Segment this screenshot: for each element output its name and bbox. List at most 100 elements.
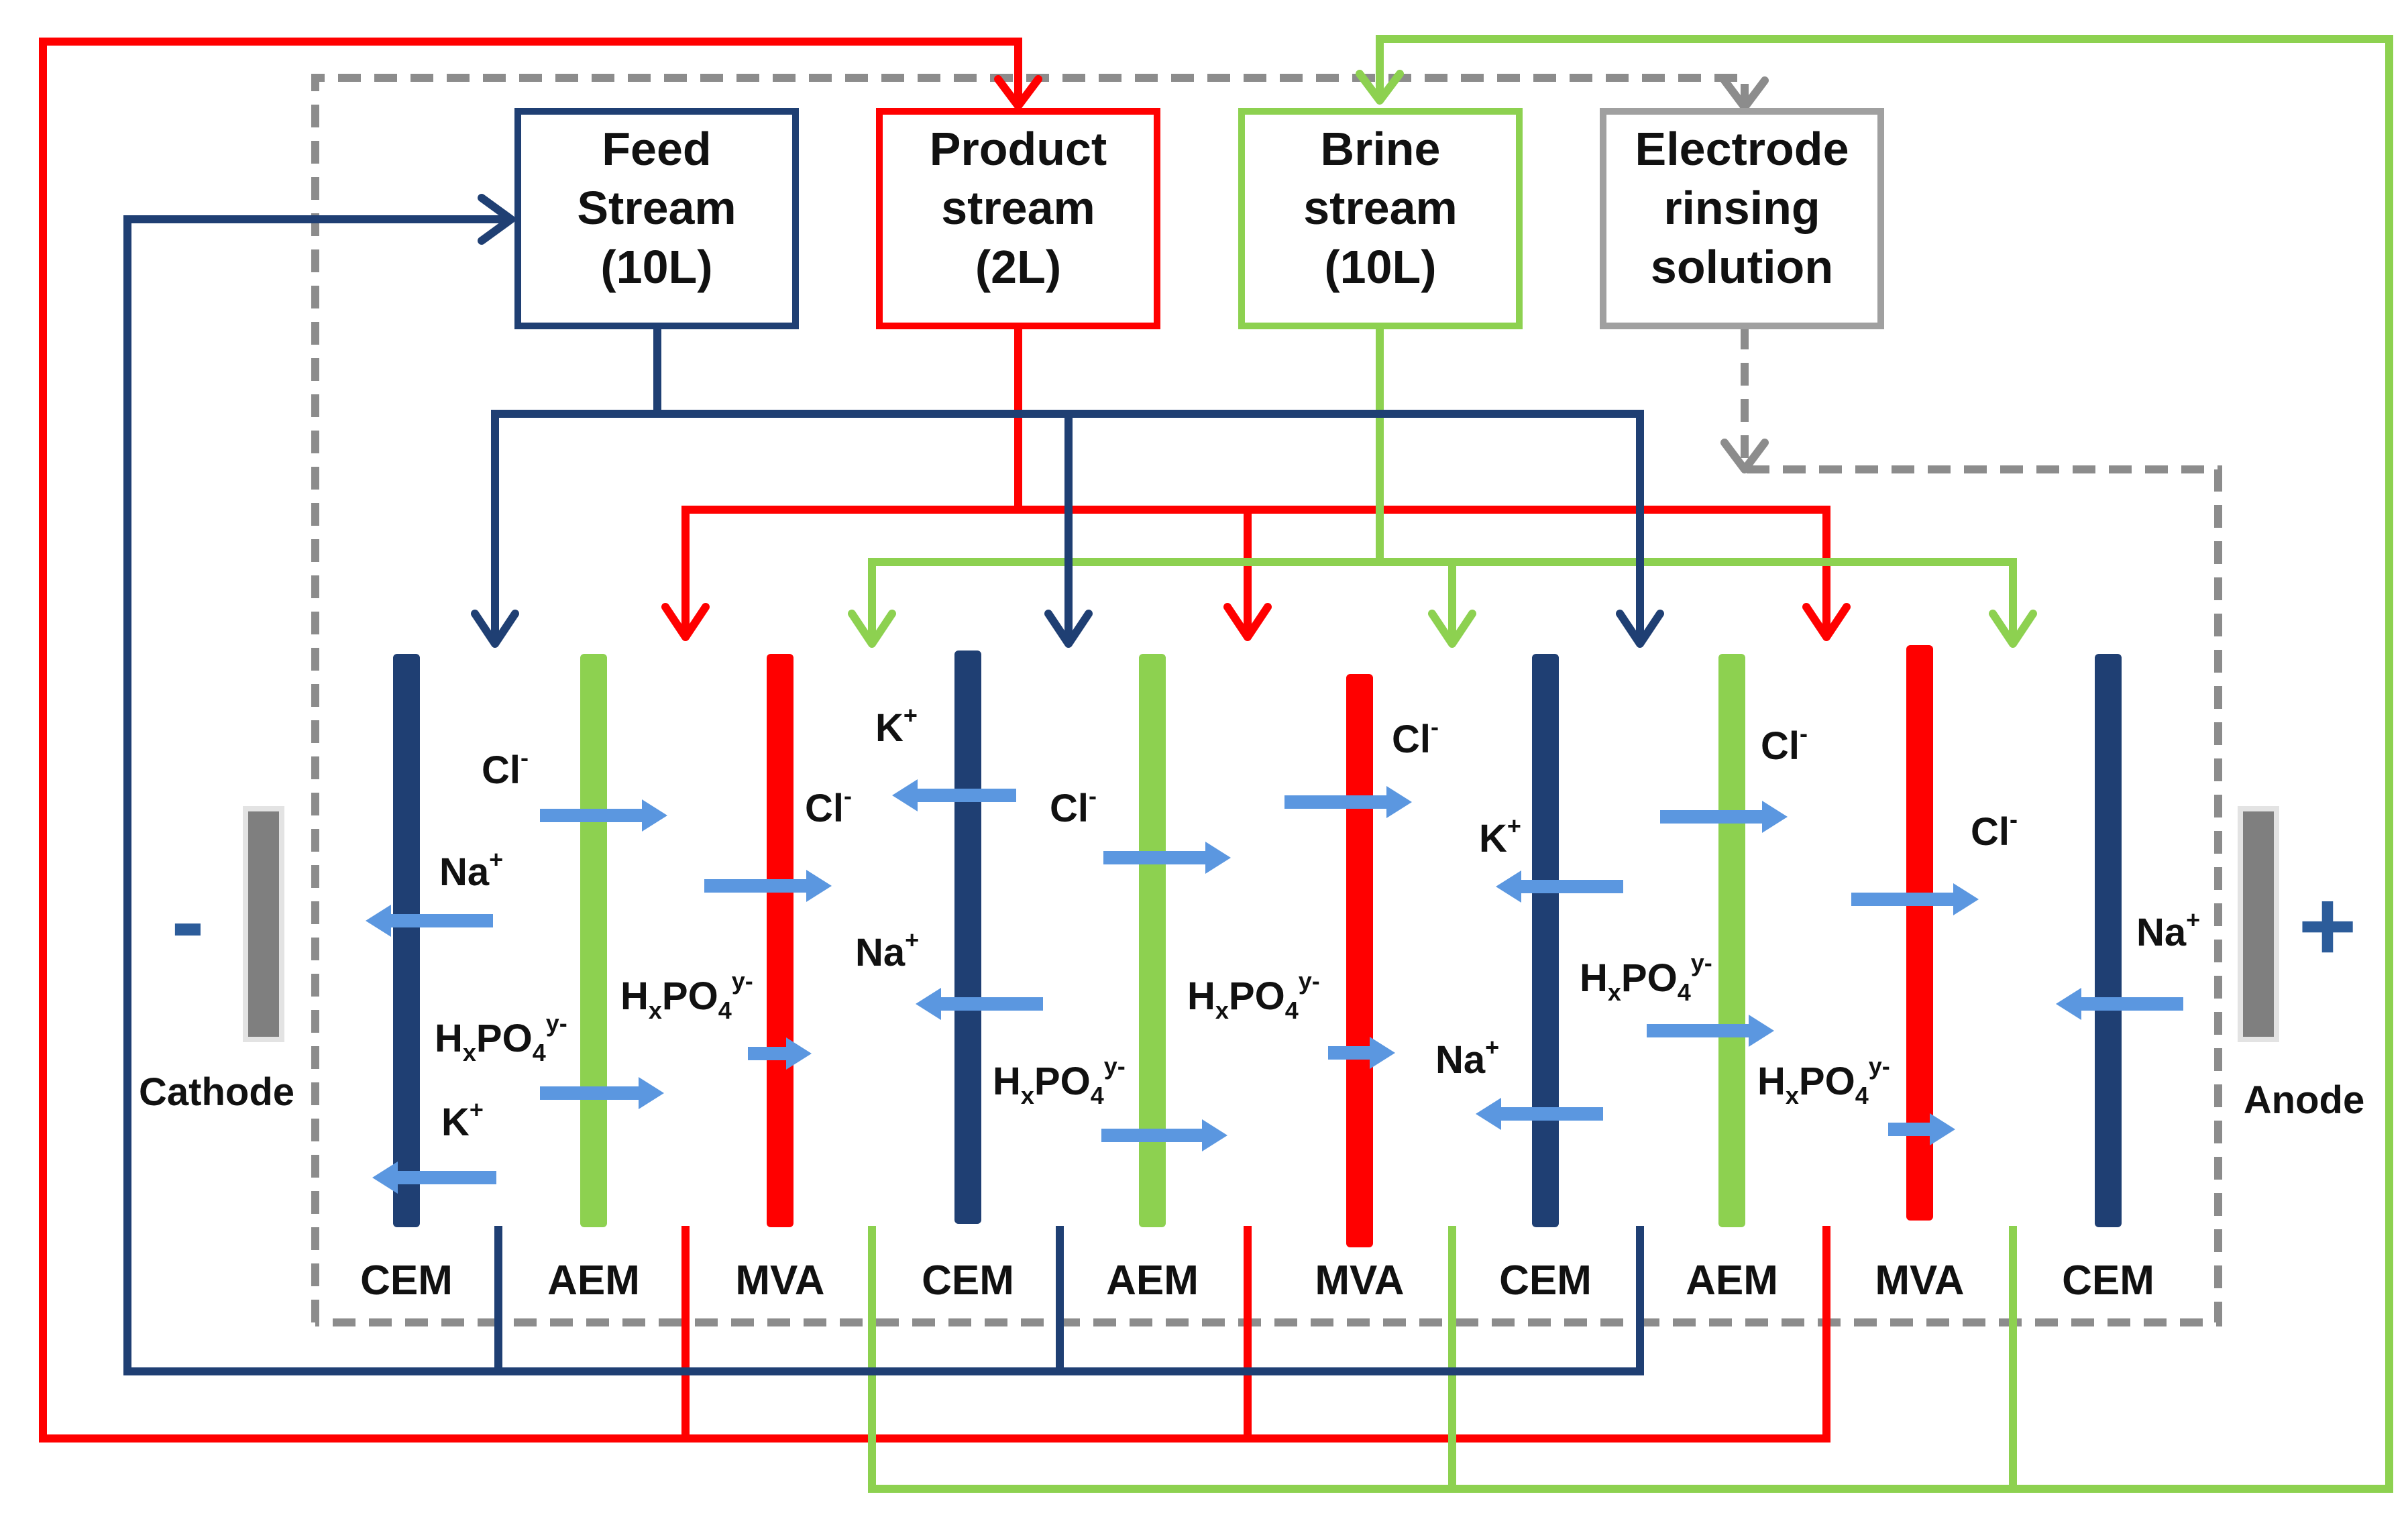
product-loop xyxy=(39,38,1830,1443)
ion-label-k-2: K+ xyxy=(875,701,918,750)
ion-label-hpo-6: HxPO4y- xyxy=(1757,1052,1890,1109)
membrane-label-2: AEM xyxy=(547,1257,640,1304)
tank-product-line: (2L) xyxy=(975,241,1061,293)
ion-label-hpo-3: HxPO4y- xyxy=(993,1052,1126,1109)
anode-sign: + xyxy=(2298,869,2357,982)
ion-arrow xyxy=(892,779,1016,811)
ion-arrow xyxy=(1888,1113,1955,1145)
tank-feed-box xyxy=(514,108,799,329)
ion-label-cl-5: Cl- xyxy=(1761,720,1808,768)
membrane-stack xyxy=(393,645,2122,1247)
ion-arrow xyxy=(916,988,1043,1020)
anode-plate-icon xyxy=(2238,806,2279,1042)
membrane-mva-9 xyxy=(1906,645,1933,1221)
product-arrowheads xyxy=(661,75,1851,641)
cathode-label: Cathode xyxy=(139,1070,294,1114)
ion-arrow xyxy=(540,799,667,832)
brine-loop xyxy=(868,35,2393,1493)
ion-arrow xyxy=(1496,870,1623,903)
membrane-label-8: AEM xyxy=(1686,1257,1778,1304)
tank-product-box xyxy=(876,108,1160,329)
anode: + Anode xyxy=(2238,806,2364,1122)
rinse-arrowheads xyxy=(1720,76,1769,473)
ion-arrow xyxy=(1647,1015,1774,1047)
ion-arrow xyxy=(1284,786,1412,818)
ion-arrow xyxy=(1476,1098,1603,1130)
ion-arrow xyxy=(1660,801,1788,833)
ion-arrow xyxy=(540,1077,664,1109)
ion-transport-arrows xyxy=(366,779,2183,1194)
membrane-mva-6 xyxy=(1346,674,1373,1247)
ion-label-cl-4: Cl- xyxy=(1392,713,1439,761)
membrane-label-3: MVA xyxy=(735,1257,824,1304)
membrane-cem-7 xyxy=(1532,654,1559,1227)
tank-feed-line: (10L) xyxy=(600,241,712,293)
tank-brine-box xyxy=(1238,108,1523,329)
brine-arrowheads xyxy=(848,70,2037,648)
ion-arrow xyxy=(748,1037,812,1070)
ion-label-cl-6: Cl- xyxy=(1971,805,2018,854)
membrane-mva-3 xyxy=(767,654,793,1227)
tank-brine-line: stream xyxy=(1303,182,1458,234)
tank-brine-line: (10L) xyxy=(1324,241,1436,293)
tank-brine-line: Brine xyxy=(1321,123,1441,175)
tank-product-line: stream xyxy=(941,182,1095,234)
ion-label-na-2: Na+ xyxy=(855,926,919,974)
membrane-label-10: CEM xyxy=(2062,1257,2154,1304)
ion-label-cl-3: Cl- xyxy=(1050,782,1097,830)
ion-label-hpo-5: HxPO4y- xyxy=(1580,949,1712,1006)
ion-label-cl-1: Cl- xyxy=(482,744,529,792)
feed-arrowheads xyxy=(471,194,1664,648)
membrane-aem-2 xyxy=(580,654,607,1227)
ion-label-na-1: Na+ xyxy=(439,846,503,894)
membrane-label-1: CEM xyxy=(360,1257,453,1304)
ion-arrow xyxy=(2056,988,2183,1020)
membrane-label-9: MVA xyxy=(1875,1257,1964,1304)
tank-rinse-line: Electrode xyxy=(1635,123,1849,175)
tank-rinse-line: rinsing xyxy=(1663,182,1820,234)
anode-label: Anode xyxy=(2244,1078,2364,1122)
ion-label-hpo-2: HxPO4y- xyxy=(620,967,753,1024)
membrane-cem-4 xyxy=(954,651,981,1224)
tank-product: Product stream (2L) xyxy=(876,108,1160,329)
ion-label-hpo-4: HxPO4y- xyxy=(1187,967,1320,1024)
tank-rinse-line: solution xyxy=(1651,241,1833,293)
feed-loop xyxy=(123,215,1644,1375)
membrane-labels: CEM AEM MVA CEM AEM MVA CEM AEM MVA CEM xyxy=(360,1257,2154,1304)
ion-arrow xyxy=(366,905,493,937)
ion-label-na-4: Na+ xyxy=(2136,906,2200,954)
tank-brine: Brine stream (10L) xyxy=(1238,108,1523,329)
membrane-label-7: CEM xyxy=(1499,1257,1592,1304)
ion-labels: Cl- Na+ HxPO4y- K+ Cl- HxPO4y- K+ Na+ Cl- HxPO4y-… xyxy=(435,701,2200,1144)
cathode-plate-icon xyxy=(243,806,284,1042)
cathode: - Cathode xyxy=(139,806,294,1114)
tank-rinse: Electrode rinsing solution xyxy=(1600,108,1884,329)
membrane-label-6: MVA xyxy=(1315,1257,1404,1304)
membrane-cem-1 xyxy=(393,654,420,1227)
ion-label-na-3: Na+ xyxy=(1435,1033,1499,1082)
ion-label-k-1: K+ xyxy=(441,1096,484,1144)
cathode-sign: - xyxy=(171,864,205,977)
membrane-aem-8 xyxy=(1718,654,1745,1227)
ion-label-k-3: K+ xyxy=(1479,812,1521,860)
ion-arrow xyxy=(704,870,832,902)
membrane-aem-5 xyxy=(1139,654,1166,1227)
tank-rinse-box xyxy=(1600,108,1884,329)
ion-arrow xyxy=(1103,842,1231,874)
tank-feed-line: Stream xyxy=(577,182,736,234)
ion-arrow xyxy=(1101,1119,1227,1151)
ion-label-cl-2: Cl- xyxy=(805,782,852,830)
membrane-label-5: AEM xyxy=(1106,1257,1199,1304)
tank-feed-line: Feed xyxy=(602,123,711,175)
ion-arrow xyxy=(372,1162,496,1194)
ion-arrow xyxy=(1851,883,1979,915)
tank-product-line: Product xyxy=(930,123,1107,175)
membrane-cem-10 xyxy=(2095,654,2122,1227)
ion-label-hpo-1: HxPO4y- xyxy=(435,1009,567,1066)
rinse-loop xyxy=(311,74,2222,1326)
ion-arrow xyxy=(1328,1037,1395,1069)
membrane-label-4: CEM xyxy=(922,1257,1014,1304)
